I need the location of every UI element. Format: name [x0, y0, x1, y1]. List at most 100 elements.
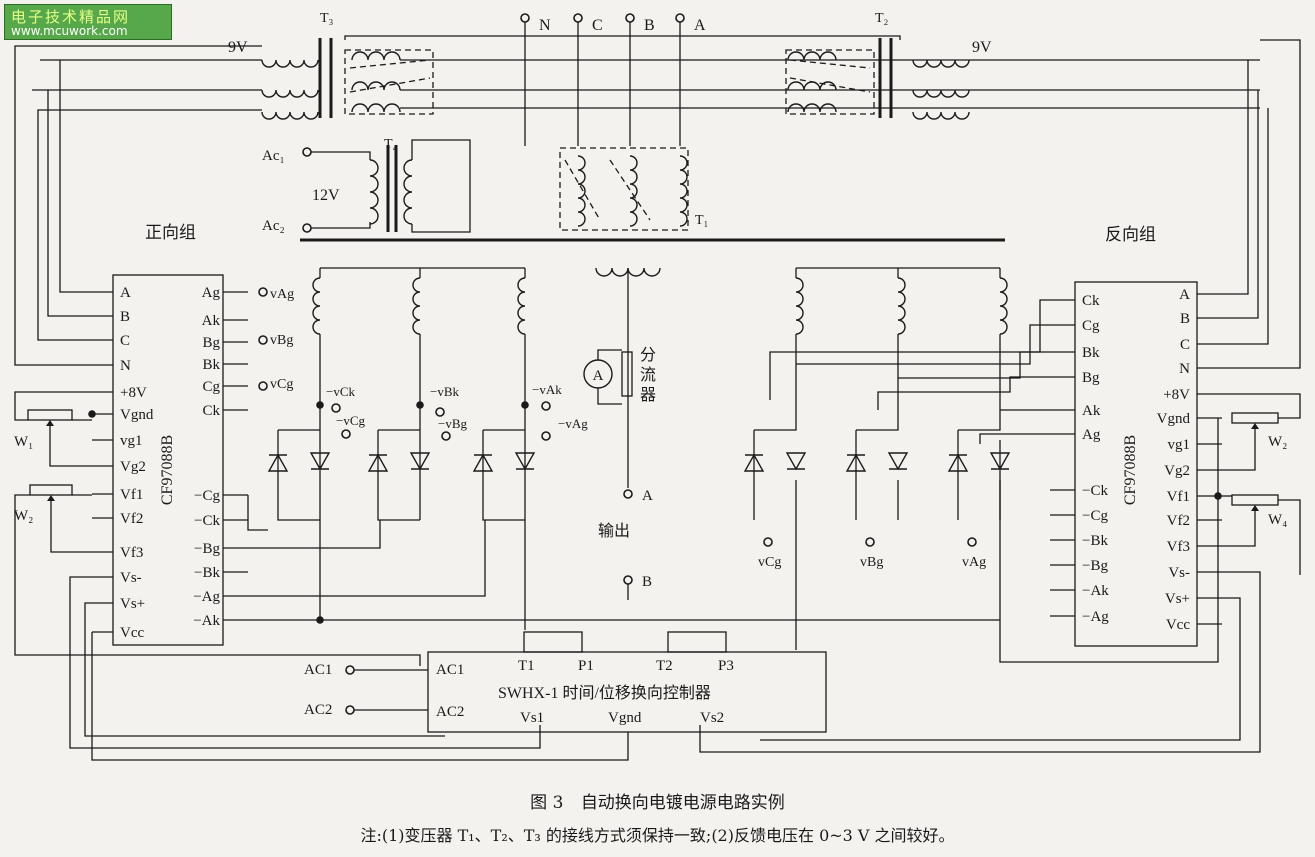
wire — [69, 576, 541, 749]
right-chip-body — [1074, 281, 1198, 647]
right-thyristor-1b — [887, 452, 909, 471]
figure-title: 自动换向电镀电源电路实例 — [580, 793, 785, 813]
pot-body — [27, 409, 73, 421]
left-neg-vak-label: −vAk — [532, 382, 562, 397]
left-bridge-coil-1 — [412, 277, 421, 335]
left-neg-vcg-label: −vCg — [336, 413, 366, 428]
right-chip-pin-9: −Bg — [1082, 558, 1108, 574]
left-chip-right-pin-7: −Ck — [194, 513, 220, 529]
controller-pin-vgnd: Vgnd — [608, 710, 642, 726]
ac2-top-terminal — [302, 223, 312, 233]
wire — [597, 349, 622, 360]
ac2-top-label: Ac₂ — [262, 218, 285, 234]
right-chip-right-pin-12: Vs+ — [1165, 591, 1190, 607]
right-gate-terminal-0 — [763, 537, 773, 547]
controller-pin-p1: P1 — [578, 658, 594, 674]
wire — [277, 430, 320, 521]
t3-secondary-coil — [261, 89, 319, 98]
diode-triangle — [367, 453, 389, 472]
left-chip-right-pin-1: Ak — [202, 313, 221, 329]
left-chip-pin-0: A — [120, 285, 131, 301]
diode-triangle — [947, 453, 969, 472]
right-chip-right-pin-3: N — [1179, 361, 1190, 377]
left-chip-right-pin-2: Bg — [202, 335, 220, 351]
wire — [59, 60, 92, 293]
right-thyristor-0b — [785, 452, 807, 471]
watermark-site-name: 电子技术精品网 — [11, 8, 131, 26]
wire — [1222, 90, 1259, 319]
controller-pin-ac2: AC2 — [436, 704, 464, 720]
wire — [84, 602, 445, 737]
left-chip-name: CF97088B — [159, 435, 176, 505]
wire — [344, 35, 901, 40]
diode-triangle — [989, 452, 1011, 471]
right-chip-right-pin-13: Vcc — [1166, 617, 1190, 633]
wire — [14, 45, 262, 366]
wire — [760, 597, 1241, 741]
right-chip-right-pin-8: Vf1 — [1167, 489, 1190, 505]
right-9v-label: 9V — [972, 39, 992, 56]
figure-caption: 图 3 自动换向电镀电源电路实例 — [0, 788, 1315, 813]
right-chip-right-pin-6: vg1 — [1168, 437, 1191, 453]
left-ag-terminal — [541, 431, 551, 441]
wire — [999, 418, 1219, 663]
wire — [796, 324, 1050, 365]
ac1-terminal — [345, 665, 355, 675]
t2-primary-coil — [787, 81, 837, 91]
wire — [1222, 108, 1269, 345]
controller-pin-t2: T2 — [656, 658, 673, 674]
t3-primary-coil — [351, 81, 401, 91]
phase-terminal-a — [675, 13, 685, 23]
left-bk-terminal — [435, 407, 445, 417]
right-chip-right-pin-5: Vgnd — [1157, 411, 1191, 427]
diode-triangle — [267, 453, 289, 472]
wire — [50, 508, 92, 553]
shunt-label-char1: 分 — [640, 346, 656, 364]
right-thyristor-1a — [845, 453, 867, 472]
t1-primary-coil — [679, 155, 688, 227]
pot-arrow — [47, 495, 55, 501]
t4-secondary-coil — [403, 159, 413, 225]
left-chip-right-pin-10: −Ag — [193, 589, 220, 605]
wire — [597, 388, 622, 405]
t3-secondary-coil — [261, 59, 319, 68]
wire — [248, 520, 486, 597]
t4-primary-coil — [369, 159, 379, 225]
wire — [958, 346, 1001, 431]
left-vcg-terminal — [258, 381, 268, 391]
t2-secondary-coil — [912, 111, 970, 120]
wire — [1222, 518, 1256, 547]
left-chip-pin-4: +8V — [120, 385, 147, 401]
watermark-url: www.mcuwork.com — [11, 24, 128, 38]
phase-terminal-b — [625, 13, 635, 23]
output-b-terminal — [623, 575, 633, 585]
t3-delta-link — [349, 77, 431, 93]
left-chip-pin-7: Vg2 — [120, 459, 146, 475]
pot-w4-label: W₄ — [1268, 512, 1287, 528]
controller-pin-p3: P3 — [718, 658, 734, 674]
t3-delta-frame — [344, 49, 434, 115]
pot-arrow — [1251, 423, 1259, 429]
ammeter-label: A — [593, 368, 604, 384]
wire — [898, 351, 1050, 379]
right-bridge-coil-2 — [999, 277, 1008, 335]
reverse-group-label: 反向组 — [1105, 225, 1156, 244]
right-bridge-coil-1 — [897, 277, 906, 335]
phase-terminal-n — [520, 13, 530, 23]
t2-secondary-coil — [912, 59, 970, 68]
right-chip-pin-0: Ck — [1082, 293, 1100, 309]
left-vbg-label: vBg — [270, 333, 293, 348]
left-neg-vag-label: −vAg — [558, 416, 588, 431]
right-chip-right-pin-9: Vf2 — [1167, 513, 1190, 529]
ac2-terminal — [345, 705, 355, 715]
right-chip-pin-6: −Ck — [1082, 483, 1108, 499]
output-label: 输出 — [598, 522, 630, 540]
left-neg-vbk-label: −vBk — [430, 384, 460, 399]
diode-triangle — [472, 453, 494, 472]
wire — [1222, 39, 1301, 369]
right-chip-pin-1: Cg — [1082, 318, 1100, 334]
right-chip-name: CF97088B — [1122, 435, 1139, 505]
left-chip-right-pin-0: Ag — [202, 285, 221, 301]
potentiometer-w1 — [27, 409, 73, 433]
controller-pin-t1: T1 — [518, 658, 535, 674]
